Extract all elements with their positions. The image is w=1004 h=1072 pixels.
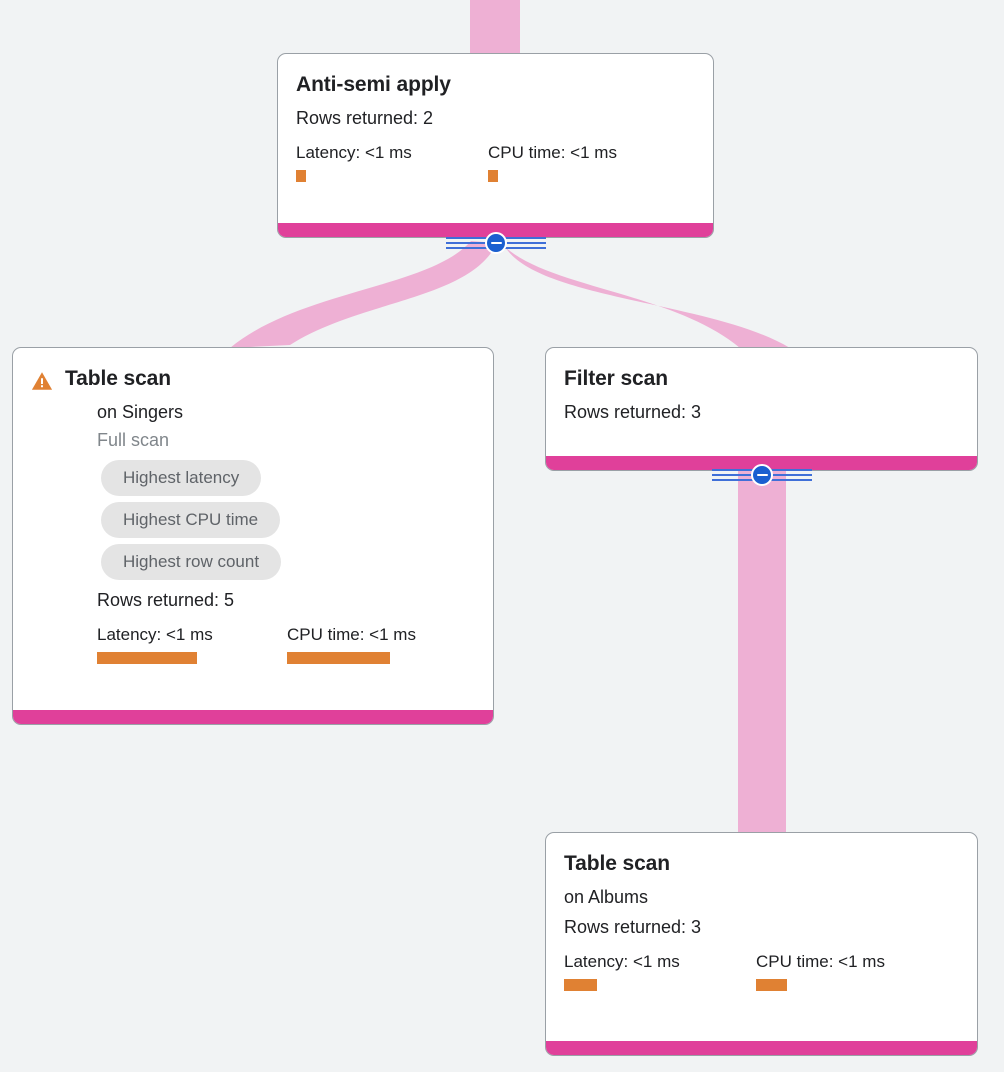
plan-node-anti-semi-apply[interactable]: Anti-semi apply Rows returned: 2 Latency…: [277, 53, 714, 238]
node-metrics: Latency: <1 ms CPU time: <1 ms: [564, 951, 959, 991]
plan-node-table-scan-albums[interactable]: Table scan on Albums Rows returned: 3 La…: [545, 832, 978, 1056]
node-title-row: Filter scan: [564, 366, 959, 392]
cpu-metric: CPU time: <1 ms: [488, 142, 617, 182]
node-scan-type: Full scan: [97, 430, 170, 450]
node-footer-accent: [546, 456, 977, 470]
node-body: Table scan on Singers Full scan Highest …: [13, 348, 493, 710]
latency-metric: Latency: <1 ms: [564, 951, 756, 991]
cpu-bar: [488, 170, 498, 182]
rows-returned: Rows returned: 2: [296, 108, 434, 128]
node-body: Anti-semi apply Rows returned: 2 Latency…: [278, 54, 713, 223]
badge-highest-row-count[interactable]: Highest row count: [101, 544, 282, 580]
node-title: Anti-semi apply: [296, 73, 451, 96]
rows-returned: Rows returned: 3: [564, 402, 702, 422]
latency-label: Latency: <1 ms: [564, 952, 680, 971]
cpu-label: CPU time: <1 ms: [488, 143, 617, 162]
toggle-anti-semi-apply[interactable]: [446, 230, 546, 256]
cpu-metric: CPU time: <1 ms: [756, 951, 885, 991]
node-body: Table scan on Albums Rows returned: 3 La…: [546, 833, 977, 1041]
edge-root-inbound: [470, 0, 520, 56]
plan-node-table-scan-singers[interactable]: Table scan on Singers Full scan Highest …: [12, 347, 494, 725]
node-title-row: Table scan: [31, 366, 475, 392]
node-footer-accent: [278, 223, 713, 237]
node-badges: Highest latency Highest CPU time Highest…: [97, 460, 475, 580]
node-title: Table scan: [65, 367, 171, 390]
node-title-row: Anti-semi apply: [296, 72, 695, 98]
edge-root-to-filter: [499, 241, 790, 348]
node-details: on Singers Full scan Highest latency Hig…: [31, 398, 475, 664]
badge-highest-cpu-time[interactable]: Highest CPU time: [101, 502, 281, 538]
node-footer-accent: [13, 710, 493, 724]
edge-root-to-singers: [230, 241, 497, 348]
cpu-metric: CPU time: <1 ms: [287, 624, 416, 664]
latency-bar: [296, 170, 306, 182]
plan-node-filter-scan[interactable]: Filter scan Rows returned: 3: [545, 347, 978, 471]
cpu-bar: [756, 979, 787, 991]
edge-filter-to-albums: [738, 470, 786, 840]
badge-highest-latency[interactable]: Highest latency: [101, 460, 262, 496]
cpu-label: CPU time: <1 ms: [287, 625, 416, 644]
node-body: Filter scan Rows returned: 3: [546, 348, 977, 456]
latency-metric: Latency: <1 ms: [97, 624, 287, 664]
rows-returned: Rows returned: 3: [564, 917, 702, 937]
latency-label: Latency: <1 ms: [296, 143, 412, 162]
minus-circle-icon[interactable]: [485, 232, 507, 254]
node-footer-accent: [546, 1041, 977, 1055]
cpu-label: CPU time: <1 ms: [756, 952, 885, 971]
node-title: Table scan: [564, 852, 670, 875]
latency-label: Latency: <1 ms: [97, 625, 213, 644]
minus-circle-icon[interactable]: [751, 464, 773, 486]
node-metrics: Latency: <1 ms CPU time: <1 ms: [97, 624, 475, 664]
node-metrics: Latency: <1 ms CPU time: <1 ms: [296, 142, 695, 182]
latency-bar: [564, 979, 597, 991]
node-subtitle: on Albums: [564, 887, 649, 907]
latency-metric: Latency: <1 ms: [296, 142, 488, 182]
node-title: Filter scan: [564, 367, 668, 390]
toggle-filter-scan[interactable]: [712, 462, 812, 488]
node-subtitle: on Singers: [97, 402, 184, 422]
latency-bar: [97, 652, 197, 664]
cpu-bar: [287, 652, 390, 664]
rows-returned: Rows returned: 5: [97, 590, 235, 610]
warning-icon: [31, 372, 53, 390]
node-title-row: Table scan: [564, 851, 959, 877]
